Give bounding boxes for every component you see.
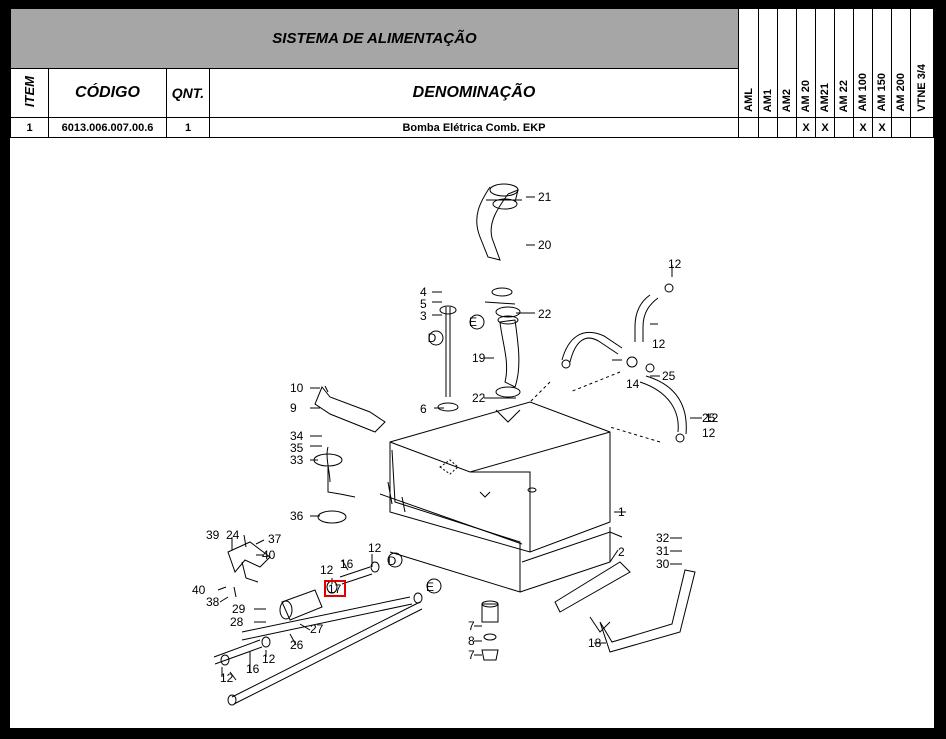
callout-label: 19 bbox=[472, 351, 486, 365]
callout-label: 31 bbox=[656, 544, 670, 558]
callout-label: 12 bbox=[320, 563, 334, 577]
cell-qnt: 1 bbox=[166, 117, 210, 138]
model-header: AM 200 bbox=[891, 8, 912, 118]
callout-label: 1 bbox=[618, 505, 625, 519]
callout-label: 33 bbox=[290, 453, 304, 467]
model-header: AM 150 bbox=[872, 8, 893, 118]
cell-denominacao: Bomba Elétrica Comb. EKP bbox=[208, 117, 740, 138]
callout-label: 24 bbox=[226, 528, 240, 542]
callout-label: 18 bbox=[588, 636, 602, 650]
callout-label: 22 bbox=[472, 391, 486, 405]
callout-label: 22 bbox=[538, 307, 552, 321]
callout-label: 20 bbox=[538, 238, 552, 252]
cell-mark bbox=[910, 117, 935, 138]
callout-label: 25 bbox=[662, 369, 676, 383]
parts-sheet: SISTEMA DE ALIMENTAÇÃO AML AM1 AM2 AM 20… bbox=[9, 8, 935, 728]
callout-label: D bbox=[388, 554, 397, 568]
cell-mark: X bbox=[853, 117, 874, 138]
cell-mark bbox=[758, 117, 779, 138]
callout-label: 3 bbox=[420, 309, 427, 323]
callout-label: 16 bbox=[246, 662, 260, 676]
model-header: AM 22 bbox=[834, 8, 855, 118]
cell-codigo: 6013.006.007.00.6 bbox=[48, 117, 167, 138]
callout-label: 12 bbox=[652, 337, 666, 351]
callout-label: 12 bbox=[220, 671, 234, 685]
callout-label: 14 bbox=[626, 377, 640, 391]
callout-label: 16 bbox=[340, 557, 354, 571]
cell-mark bbox=[738, 117, 760, 138]
vent-hoses-drawing bbox=[529, 283, 687, 443]
model-header: AM21 bbox=[815, 8, 836, 118]
callout-label: 38 bbox=[206, 595, 220, 609]
callout-label: 12 bbox=[668, 257, 682, 271]
callout-label: 4 bbox=[420, 285, 427, 299]
table-title: SISTEMA DE ALIMENTAÇÃO bbox=[9, 8, 740, 69]
callout-label: D bbox=[428, 331, 437, 345]
callout-label: 12 bbox=[262, 652, 276, 666]
column-header-denominacao: DENOMINAÇÃO bbox=[208, 68, 740, 118]
drain-plug-drawing bbox=[481, 600, 499, 661]
callout-label: 30 bbox=[656, 557, 670, 571]
callout-label: 27 bbox=[310, 622, 324, 636]
callout-labels: 212022192212251212142512453DE61093435333… bbox=[192, 190, 719, 685]
callout-label: E bbox=[426, 580, 434, 594]
callout-label: 39 bbox=[206, 528, 220, 542]
callout-label: 37 bbox=[268, 532, 282, 546]
highlight-box bbox=[324, 580, 346, 597]
callout-label: 28 bbox=[230, 615, 244, 629]
pump-assembly-drawing bbox=[213, 541, 423, 706]
model-header: AML bbox=[738, 8, 760, 118]
callout-label: 2 bbox=[618, 545, 625, 559]
callout-label: 40 bbox=[192, 583, 206, 597]
callout-label: 6 bbox=[420, 402, 427, 416]
callout-label: 12 bbox=[368, 541, 382, 555]
callout-label: 36 bbox=[290, 509, 304, 523]
cell-mark bbox=[834, 117, 855, 138]
callout-label: E bbox=[469, 315, 477, 329]
table-row: 1 6013.006.007.00.6 1 Bomba Elétrica Com… bbox=[10, 117, 935, 138]
callout-label: 29 bbox=[232, 602, 246, 616]
callout-label: 8 bbox=[468, 634, 475, 648]
tank-strap-drawing bbox=[554, 561, 696, 653]
callout-label: 35 bbox=[290, 441, 304, 455]
sender-unit-drawing bbox=[313, 305, 459, 524]
model-header: AM2 bbox=[777, 8, 798, 118]
cell-mark bbox=[891, 117, 912, 138]
cell-mark: X bbox=[815, 117, 836, 138]
callout-label: 5 bbox=[420, 297, 427, 311]
exploded-parts-diagram: 212022192212251212142512453DE61093435333… bbox=[192, 183, 719, 706]
model-header: AM1 bbox=[758, 8, 779, 118]
model-header: VTNE 3/4 bbox=[910, 8, 935, 118]
callout-label: 34 bbox=[290, 429, 304, 443]
cell-mark: X bbox=[796, 117, 817, 138]
callout-label: 25 bbox=[702, 411, 716, 425]
cell-mark: X bbox=[872, 117, 893, 138]
cell-item: 1 bbox=[10, 117, 49, 138]
callout-label: 12 bbox=[705, 411, 719, 425]
fuel-tank-drawing bbox=[379, 401, 623, 593]
filler-pipe-drawing bbox=[476, 183, 522, 423]
callout-label: 12 bbox=[702, 426, 716, 440]
callout-label: 9 bbox=[290, 401, 297, 415]
callout-label: 40 bbox=[262, 548, 276, 562]
model-header: AM 20 bbox=[796, 8, 817, 118]
column-header-codigo: CÓDIGO bbox=[48, 68, 167, 118]
cell-mark bbox=[777, 117, 798, 138]
callout-label: 32 bbox=[656, 531, 670, 545]
callout-label: 7 bbox=[468, 648, 475, 662]
column-header-qnt: QNT. bbox=[166, 68, 210, 118]
parts-table: SISTEMA DE ALIMENTAÇÃO AML AM1 AM2 AM 20… bbox=[9, 8, 935, 138]
callout-label: 26 bbox=[290, 638, 304, 652]
callout-label: 7 bbox=[468, 619, 475, 633]
column-header-item: ITEM bbox=[10, 68, 49, 118]
model-header: AM 100 bbox=[853, 8, 874, 118]
callout-label: 21 bbox=[538, 190, 552, 204]
callout-label: 17 bbox=[328, 582, 342, 596]
callout-label: 10 bbox=[290, 381, 304, 395]
